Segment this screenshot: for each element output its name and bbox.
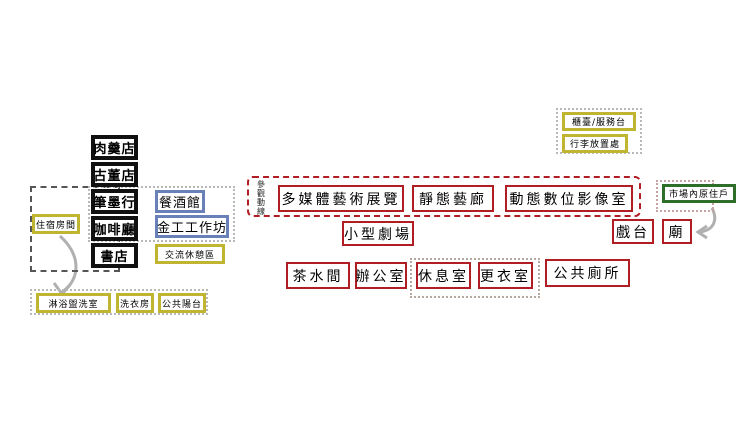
lounge-label: 休息室 bbox=[418, 268, 469, 285]
dormitory-label: 住宿房間 bbox=[35, 220, 76, 231]
static-gallery-box: 靜態藝廊 bbox=[412, 185, 494, 212]
tea-room-label: 茶水間 bbox=[292, 268, 344, 285]
meat-soup-shop-box: 肉羹店 bbox=[91, 135, 138, 160]
cafe-label: 咖啡廳 bbox=[93, 223, 136, 238]
bar-box: 餐酒館 bbox=[155, 190, 205, 213]
temple-label: 廟 bbox=[668, 224, 686, 241]
temple-box: 廟 bbox=[662, 219, 692, 244]
market-residents-box: 市場內原住戶 bbox=[662, 184, 736, 203]
bathroom-group-outline bbox=[30, 289, 208, 315]
dynamic-digital-video-label: 動態數位影像室 bbox=[509, 191, 629, 208]
exchange-lounge-label: 交流休憩區 bbox=[164, 250, 215, 261]
metal-workshop-box: 金工工作坊 bbox=[155, 215, 229, 238]
service-group-outline bbox=[556, 108, 642, 154]
small-theater-label: 小型劇場 bbox=[344, 226, 412, 243]
exchange-lounge-box: 交流休憩區 bbox=[155, 244, 225, 264]
opera-stage-box: 戲台 bbox=[612, 219, 654, 244]
luggage-storage-label: 行李放置處 bbox=[569, 140, 620, 150]
temple-arrowhead bbox=[695, 224, 708, 240]
antique-shop-label: 古董店 bbox=[93, 169, 136, 184]
cafe-box: 咖啡廳 bbox=[91, 216, 138, 241]
antique-shop-box: 古董店 bbox=[91, 162, 138, 187]
brush-ink-shop-box: 筆墨行 bbox=[91, 189, 138, 214]
luggage-storage-box: 行李放置處 bbox=[562, 134, 628, 153]
visit-route-label: 參觀動線 bbox=[257, 180, 265, 216]
changing-room-box: 更衣室 bbox=[478, 262, 533, 289]
multimedia-exhibition-label: 多媒體藝術展覽 bbox=[281, 191, 401, 208]
balcony-box: 公共陽台 bbox=[158, 293, 206, 313]
tea-room-box: 茶水間 bbox=[286, 262, 350, 289]
office-box: 辦公室 bbox=[355, 262, 407, 289]
bookstore-label: 書店 bbox=[100, 250, 129, 265]
market-residents-label: 市場內原住戶 bbox=[668, 190, 729, 200]
counter-box: 櫃臺/服務台 bbox=[562, 112, 636, 131]
metal-workshop-label: 金工工作坊 bbox=[157, 221, 228, 236]
balcony-label: 公共陽台 bbox=[161, 299, 202, 310]
meat-soup-shop-label: 肉羹店 bbox=[93, 142, 136, 157]
bathroom-label: 淋浴盥洗室 bbox=[48, 299, 99, 310]
small-theater-box: 小型劇場 bbox=[342, 221, 414, 246]
lounge-box: 休息室 bbox=[416, 262, 471, 289]
opera-stage-label: 戲台 bbox=[616, 224, 650, 241]
laundry-box: 洗衣房 bbox=[116, 293, 154, 313]
bathroom-box: 淋浴盥洗室 bbox=[36, 293, 111, 313]
brush-ink-shop-label: 筆墨行 bbox=[93, 196, 136, 211]
office-label: 辦公室 bbox=[355, 268, 407, 285]
lounge-group-outline bbox=[410, 258, 540, 298]
laundry-label: 洗衣房 bbox=[119, 299, 150, 310]
dormitory-box: 住宿房間 bbox=[32, 214, 80, 234]
public-toilet-label: 公共廁所 bbox=[553, 266, 622, 282]
counter-label: 櫃臺/服務台 bbox=[571, 118, 627, 128]
bar-label: 餐酒館 bbox=[158, 196, 201, 211]
exhibition-route-outline bbox=[247, 176, 641, 217]
bookstore-box: 書店 bbox=[91, 243, 138, 268]
dynamic-digital-video-box: 動態數位影像室 bbox=[505, 185, 633, 212]
multimedia-exhibition-box: 多媒體藝術展覽 bbox=[278, 185, 404, 212]
cafe-group-outline bbox=[88, 186, 235, 242]
static-gallery-label: 靜態藝廊 bbox=[419, 191, 487, 208]
changing-room-label: 更衣室 bbox=[480, 268, 531, 285]
public-toilet-box: 公共廁所 bbox=[545, 259, 630, 287]
